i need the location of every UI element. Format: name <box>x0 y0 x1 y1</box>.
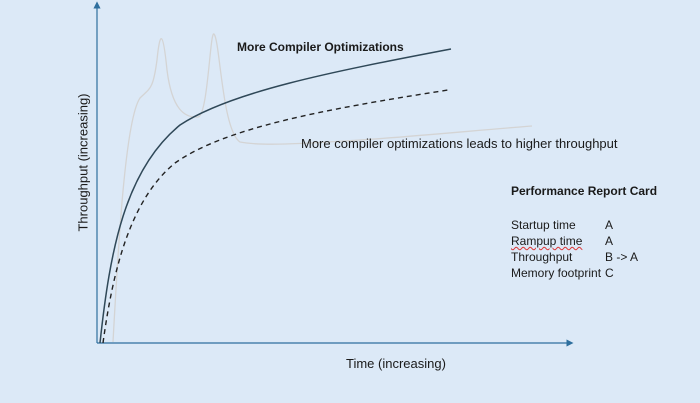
y-axis-label: Throughput (increasing) <box>75 93 91 232</box>
metric: Rampup time <box>511 234 605 248</box>
report-row: Rampup time A <box>511 234 613 248</box>
metric: Memory footprint <box>511 266 602 280</box>
curve-label: More Compiler Optimizations <box>237 40 404 54</box>
grade: C <box>605 266 614 280</box>
x-axis-label: Time (increasing) <box>346 356 446 371</box>
metric: Startup time <box>511 218 576 232</box>
metric-text: Rampup time <box>511 234 583 248</box>
cpu-spike-curve <box>112 33 533 343</box>
grade: B -> A <box>605 250 639 264</box>
grade: A <box>605 234 614 248</box>
report-row: Startup time A <box>511 218 613 232</box>
baseline-throughput-curve <box>102 89 449 344</box>
annotation-note: More compiler optimizations leads to hig… <box>301 136 618 151</box>
report-row: Throughput B -> A <box>511 250 638 264</box>
grade: A <box>605 218 614 232</box>
optimized-throughput-curve <box>99 48 452 344</box>
metric: Throughput <box>511 250 573 264</box>
report-card-title: Performance Report Card <box>511 184 658 198</box>
